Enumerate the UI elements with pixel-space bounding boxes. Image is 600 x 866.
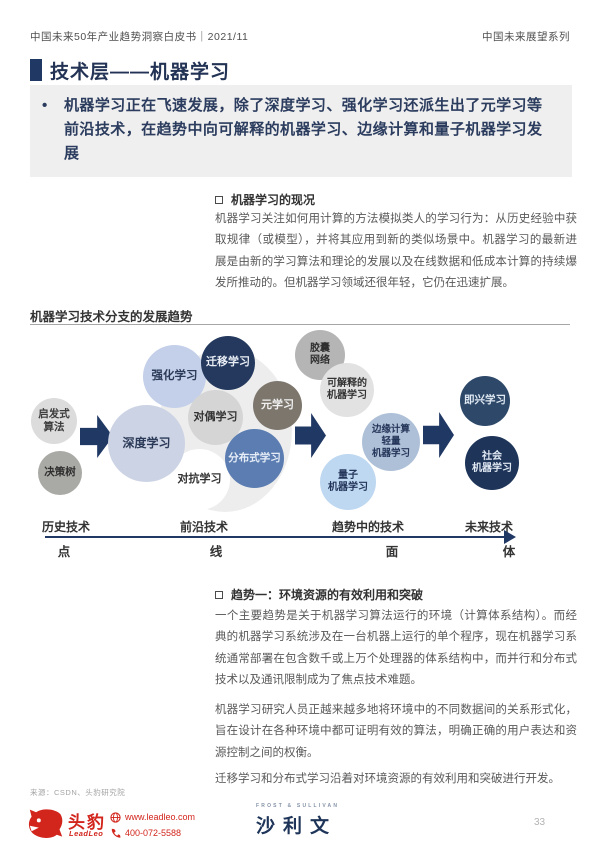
node-label: 可解释的 机器学习 xyxy=(327,377,367,402)
node-label: 强化学习 xyxy=(151,370,198,383)
timeline-dim-point: 点 xyxy=(57,545,71,559)
arrow-stage2-icon xyxy=(295,413,326,458)
leadleo-brand-name: 头豹 xyxy=(68,813,106,832)
timeline-stage-trending: 趋势中的技术 xyxy=(331,520,405,534)
node-label: 元学习 xyxy=(261,398,294,411)
source-note: 来源：CSDN、头豹研究院 xyxy=(30,788,126,797)
status-paragraph: 机器学习关注如何用计算的方法模拟类人的学习行为：从历史经验中获取规律（或模型），… xyxy=(215,213,577,289)
timeline-axis xyxy=(45,536,505,538)
diagram-divider xyxy=(30,324,570,325)
node-label: 启发式 算法 xyxy=(38,407,70,433)
timeline-stage-frontier: 前沿技术 xyxy=(179,520,229,534)
node-distributed-learning: 分布式学习 xyxy=(225,429,284,488)
header-series-label: 中国未来展望系列 xyxy=(482,31,570,43)
node-deep-learning: 深度学习 xyxy=(108,405,185,482)
square-bullet-icon xyxy=(215,195,223,204)
section-heading-trend-label: 趋势一：环境资源的有效利用和突破 xyxy=(231,588,424,602)
section-heading-trend: 趋势一：环境资源的有效利用和突破 xyxy=(215,586,423,603)
diagram-title: 机器学习技术分支的发展趋势 xyxy=(30,310,193,324)
page-title: 技术层——机器学习 xyxy=(50,62,231,83)
sullivan-logo-en: FROST & SULLIVAN xyxy=(256,803,340,809)
timeline-stage-future: 未来技术 xyxy=(464,520,514,534)
node-label: 边缘计算 轻量 机器学习 xyxy=(371,424,410,459)
sullivan-logo-cn: 沙利文 xyxy=(256,816,338,837)
summary-callout: • 机器学习正在飞速发展，除了深度学习、强化学习还派生出了元学习等前沿技术，在趋… xyxy=(30,85,572,177)
trend-paragraph-1: 一个主要趋势是关于机器学习算法运行的环境（计算体系结构）。而经典的机器学习系统涉… xyxy=(215,610,577,686)
node-improvisational-learning: 即兴学习 xyxy=(460,376,510,426)
timeline-dim-line: 线 xyxy=(209,545,223,559)
node-explainable-ml: 可解释的 机器学习 xyxy=(320,363,374,417)
bullet-marker: • xyxy=(42,97,48,114)
trend-paragraph-2: 机器学习研究人员正越来越多地将环境中的不同数据间的关系形式化，旨在设计在各种环境… xyxy=(215,704,577,759)
node-decision-tree: 决策树 xyxy=(38,451,82,495)
timeline-dim-plane: 面 xyxy=(385,545,399,559)
timeline-dim-volume: 体 xyxy=(502,545,516,559)
node-label: 迁移学习 xyxy=(206,356,250,369)
leadleo-brand-latin: LeadLeo xyxy=(69,829,104,838)
title-accent-bar xyxy=(30,59,42,81)
leadleo-website: www.leadleo.com xyxy=(125,812,196,822)
square-bullet-icon xyxy=(215,590,223,599)
node-heuristic-algorithms: 启发式 算法 xyxy=(31,398,77,444)
node-meta-learning: 元学习 xyxy=(253,381,302,430)
phone-icon xyxy=(111,828,121,838)
node-label: 深度学习 xyxy=(122,436,171,450)
summary-text: 机器学习正在飞速发展，除了深度学习、强化学习还派生出了元学习等前沿技术，在趋势中… xyxy=(64,97,542,162)
node-quantum-ml: 量子 机器学习 xyxy=(320,454,376,510)
globe-icon xyxy=(110,811,121,823)
timeline-arrowhead-icon xyxy=(504,530,516,544)
node-label: 对偶学习 xyxy=(193,410,238,423)
leadleo-phone: 400-072-5588 xyxy=(125,828,182,838)
node-label: 胶囊 网络 xyxy=(310,342,330,367)
timeline-stage-history: 历史技术 xyxy=(41,520,91,534)
node-social-ml: 社会 机器学习 xyxy=(465,436,519,490)
node-label: 量子 机器学习 xyxy=(328,469,368,494)
page-number: 33 xyxy=(534,817,546,828)
header-doc-title: 中国未来50年产业趋势洞察白皮书｜2021/11 xyxy=(30,31,249,43)
arrow-stage3-icon xyxy=(423,412,454,458)
node-edge-lightweight-ml: 边缘计算 轻量 机器学习 xyxy=(362,413,420,471)
node-label: 分布式学习 xyxy=(228,451,281,464)
node-label: 决策树 xyxy=(44,466,76,479)
leadleo-contact: www.leadleo.com 400-072-5588 xyxy=(110,809,195,841)
section-heading-status-label: 机器学习的现况 xyxy=(231,193,316,207)
node-label: 即兴学习 xyxy=(464,394,506,407)
node-label: 对抗学习 xyxy=(177,472,222,485)
sullivan-logo: FROST & SULLIVAN 沙利文 xyxy=(256,803,366,838)
section-heading-status: 机器学习的现况 xyxy=(215,191,315,208)
trend-paragraph-3: 迁移学习和分布式学习沿着对环境资源的有效利用和突破进行开发。 xyxy=(215,773,560,785)
node-transfer-learning: 迁移学习 xyxy=(201,336,255,390)
node-label: 社会 机器学习 xyxy=(472,450,512,475)
leadleo-leopard-icon xyxy=(28,809,63,838)
